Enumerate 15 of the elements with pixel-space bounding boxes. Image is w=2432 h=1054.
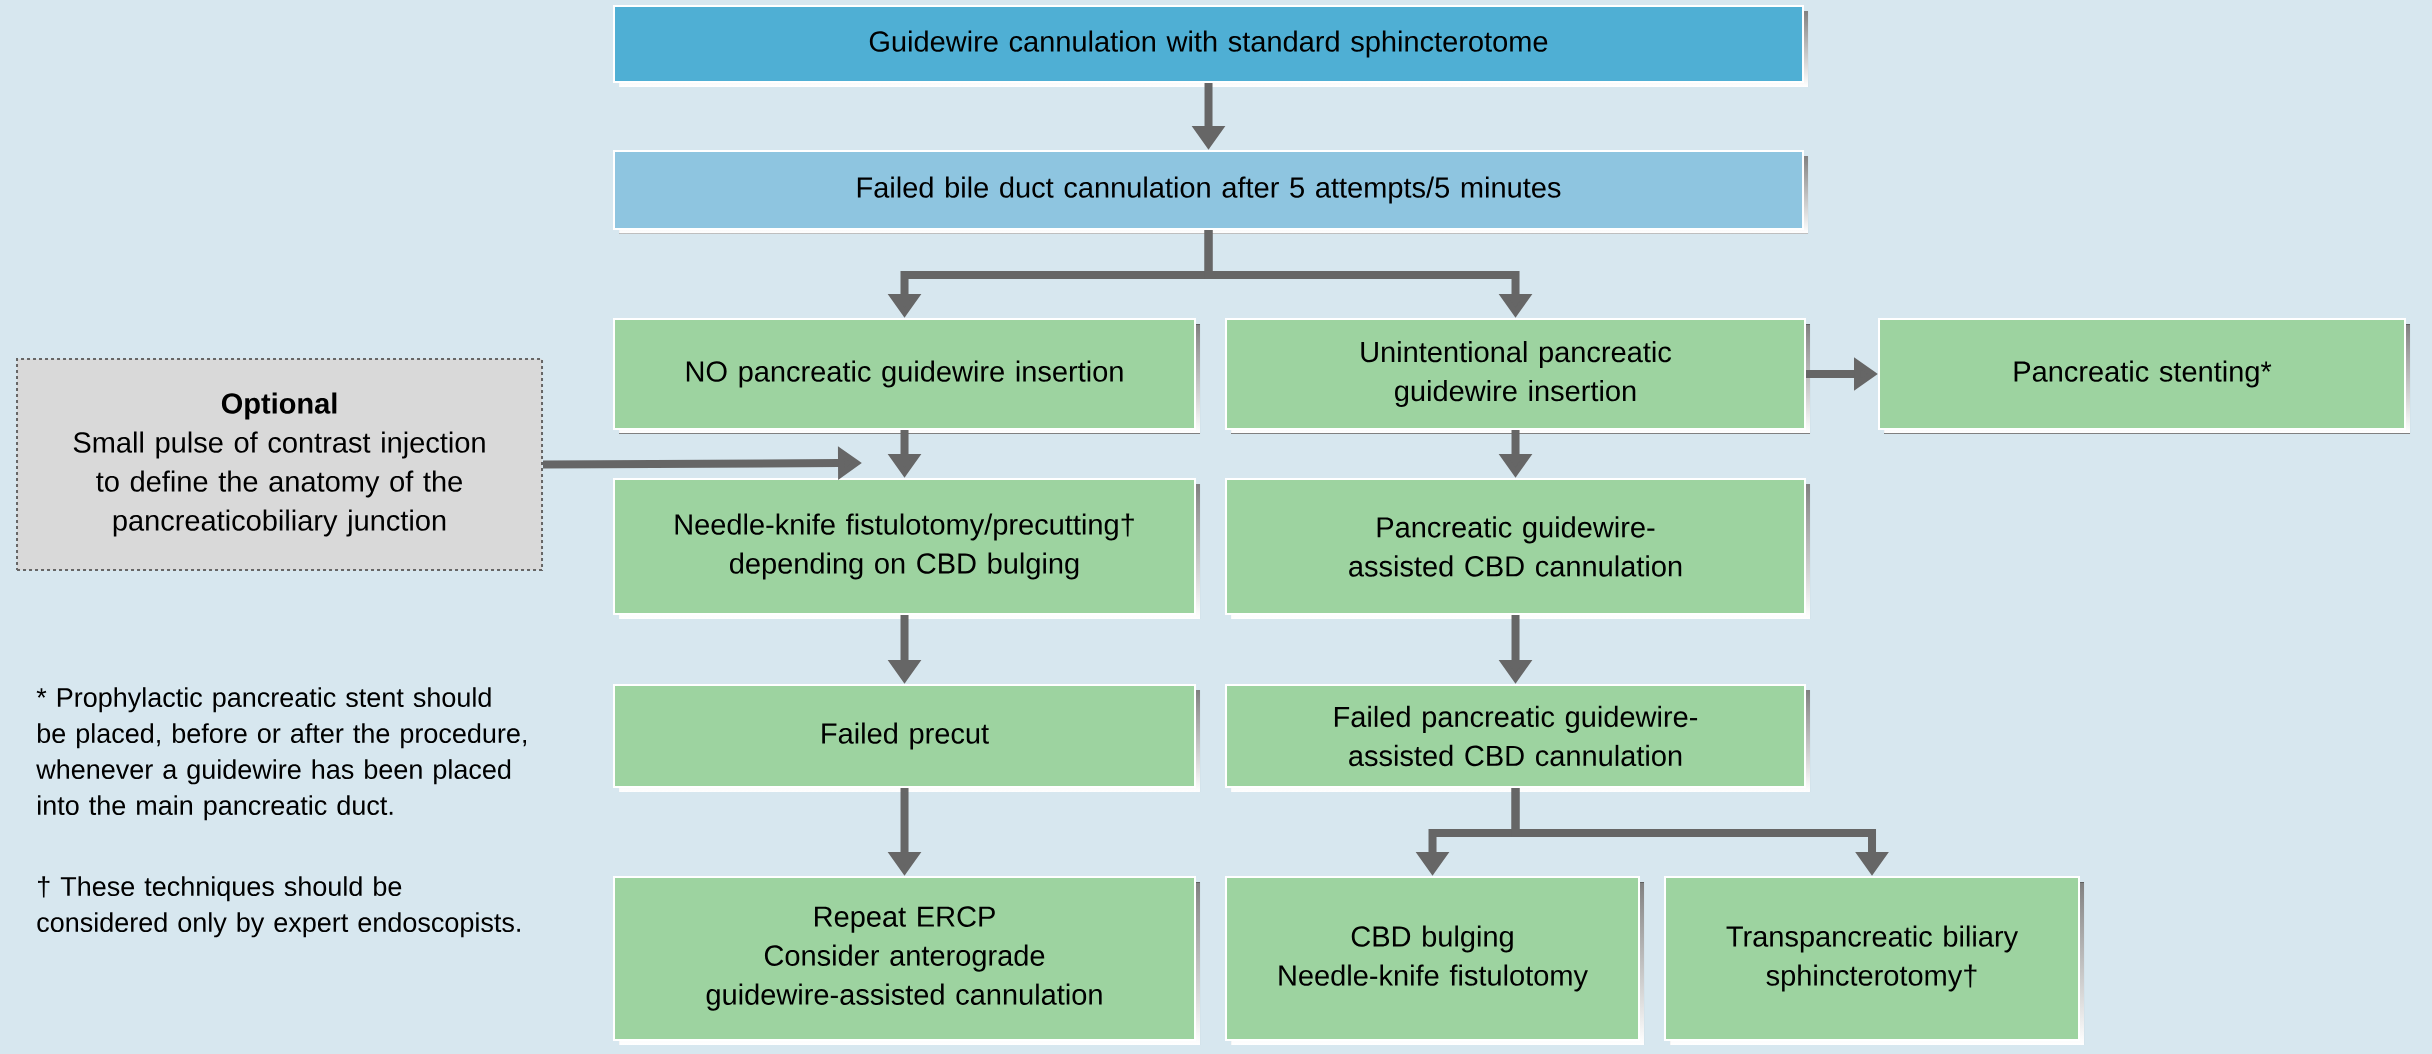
flow-box: CBD bulging Needle-knife fistulotomy [1225,876,1644,1045]
optional-box: Optional Small pulse of contrast injection to define the anatomy of the pancreaticobiliary junction [16,358,543,571]
footnote: † These techniques should be considered only by expert endoscopists. [37,876,520,938]
footnote: * Prophylactic pancreatic stent should be placed, before or after the procedure, whenever a guidewire has been placed into the main pancreatic duct. [36,687,526,821]
flow-box: Failed bile duct cannulation after 5 attempts/5 minutes [613,150,1808,234]
flow-box: Guidewire cannulation with standard sphincterotome [613,5,1808,87]
flow-box: Failed precut [613,684,1200,792]
flow-box: Pancreatic stenting* [1878,318,2410,434]
flow-box: Failed pancreatic guidewire-assisted CBD cannulation [1225,684,1810,792]
flow-box: Pancreatic guidewire-assisted CBD cannulation [1225,478,1810,619]
flow-box: NO pancreatic guidewire insertion [613,318,1200,434]
flow-box: Unintentional pancreatic guidewire insertion [1225,318,1810,434]
flow-box: Needle-knife fistulotomy/precutting† depending on CBD bulging [613,478,1200,619]
flow-box: Transpancreatic biliary sphincterotomy† [1664,876,2084,1045]
flow-box: Repeat ERCP Consider anterograde guidewire-assisted cannulation [613,876,1200,1045]
